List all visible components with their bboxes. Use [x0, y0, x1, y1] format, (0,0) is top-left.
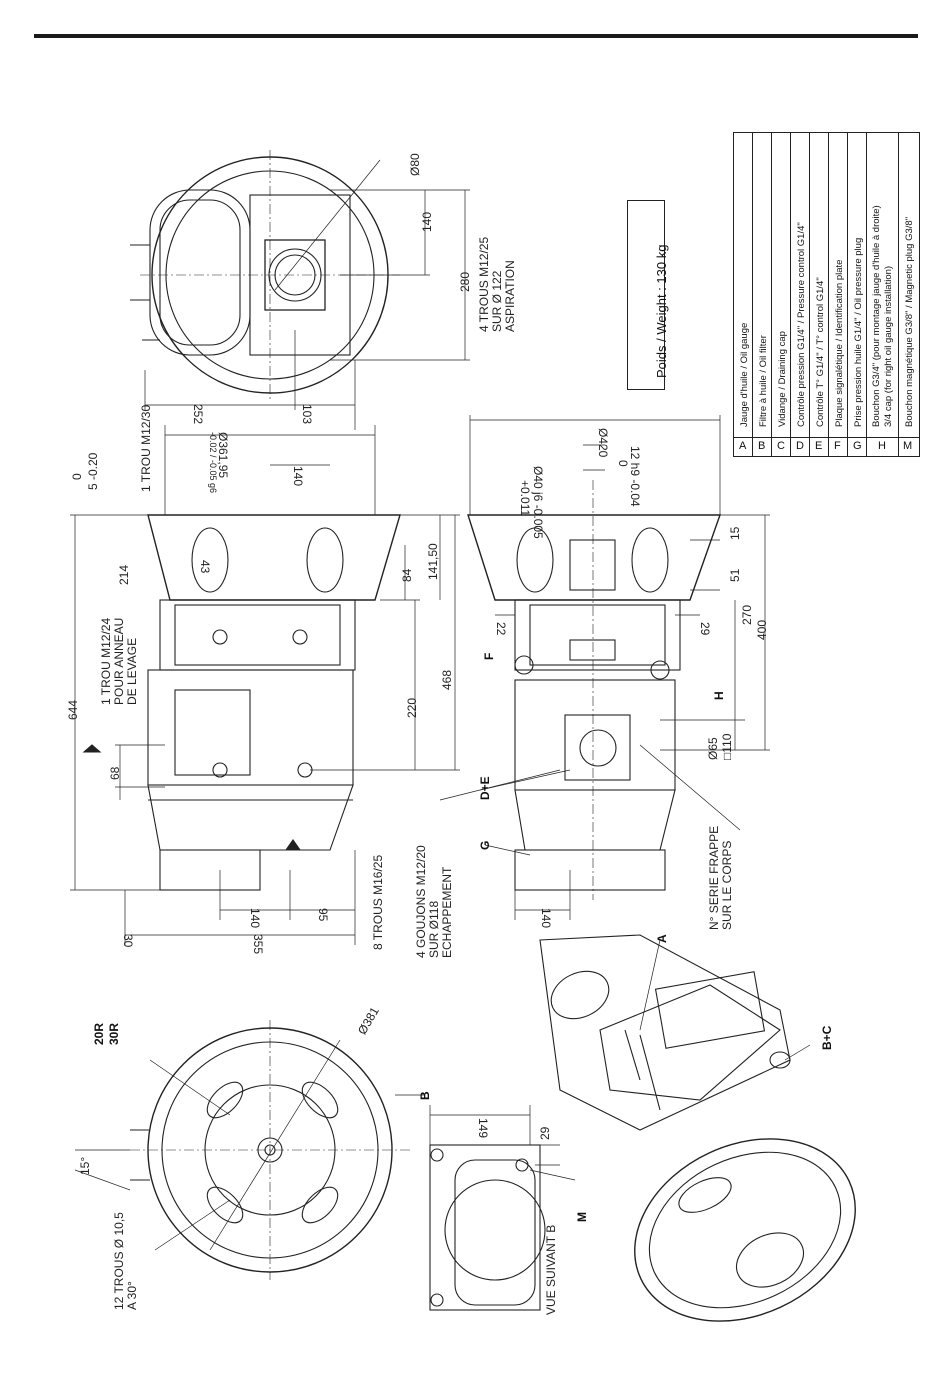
marker-b-c: B+C: [820, 1025, 834, 1050]
dim-280: 280: [458, 271, 472, 292]
dim-0: 0: [70, 473, 84, 480]
legend-row-h: Bouchon G3/4" (pour montage jauge d'huil…: [867, 133, 899, 456]
weight-box: [627, 200, 665, 390]
legend-text-h: Bouchon G3/4" (pour montage jauge d'huil…: [871, 205, 882, 427]
marker-d-e: D+E: [478, 776, 492, 800]
dim-5: 5 -0.20: [86, 452, 100, 490]
dim-141: 141,50: [426, 543, 440, 580]
legend-key-c: C: [777, 440, 785, 452]
dim-252: 252: [191, 404, 205, 425]
dim-30: 30: [121, 934, 135, 948]
legend-key-divider: [734, 437, 919, 456]
legend-text-c: Vidange / Draining cap: [777, 331, 788, 427]
dim-140-top: 140: [420, 211, 434, 232]
legend-text-h2: 3/4 cap (for right oil gauge installatio…: [883, 265, 894, 427]
anneau-note-3: DE LEVAGE: [125, 637, 139, 705]
dim-d361-tol: -0.02 / -0.05 g6: [208, 432, 218, 494]
dim-29: 29: [698, 622, 712, 636]
dim-d80: Ø80: [408, 153, 422, 176]
dim-d361: Ø361,95: [216, 432, 230, 479]
marker-h: H: [712, 691, 726, 700]
trous-12-note-2: A 30°: [125, 1281, 139, 1310]
dim-22: 22: [494, 622, 508, 636]
top-view: [130, 150, 470, 430]
legend-text-m: Bouchon magnétique G3/8" / Magnetic plug…: [904, 216, 915, 427]
dim-95: 95: [316, 908, 330, 922]
dim-355: 355: [251, 934, 265, 955]
legend-row-c: Vidange / Draining cap C: [772, 133, 791, 456]
dim-644: 644: [66, 699, 80, 720]
legend-row-a: Jauge d'huile / Oil gauge A: [734, 133, 753, 456]
side-view-center: [70, 425, 460, 945]
dim-51: 51: [728, 568, 742, 582]
dim-140-side: 140: [539, 908, 553, 929]
dim-15: 15: [728, 526, 742, 540]
dim-140-bottom: 140: [248, 908, 262, 929]
dim-d65: Ø65: [706, 737, 720, 760]
marker-b: B: [418, 1091, 432, 1100]
marker-f: F: [482, 652, 496, 660]
aspiration-note-3: ASPIRATION: [503, 260, 517, 332]
legend-key-g: G: [853, 440, 862, 452]
dim-468: 468: [440, 669, 454, 690]
dim-220: 220: [405, 697, 419, 718]
serie-note-2: SUR LE CORPS: [720, 840, 734, 930]
dim-d40-b: +0.011: [518, 480, 532, 517]
dim-43: 43: [198, 560, 212, 574]
legend-key-d: D: [796, 440, 804, 452]
legend-text-f: Plaque signalétique / Identification pla…: [834, 259, 845, 427]
legend-text-g: Prise pression huile G1/4" / Oil pressur…: [853, 237, 864, 427]
rotation-30r: 30R: [107, 1022, 121, 1045]
dim-140-flange: 140: [291, 466, 305, 487]
trou-m12-30: 1 TROU M12/30: [139, 404, 153, 492]
dim-214: 214: [117, 564, 131, 585]
legend-key-h: H: [878, 440, 886, 452]
trous-m16-25: 8 TROUS M16/25: [371, 854, 385, 950]
legend-key-m: M: [903, 440, 913, 452]
goujons-note-3: ECHAPPEMENT: [440, 866, 454, 958]
view-b-caption: VUE SUIVANT B: [544, 1224, 558, 1315]
legend-row-e: Contrôle T° G1/4" / T° control G1/4" E: [810, 133, 829, 456]
dim-110: □110: [720, 733, 734, 760]
legend-text-e: Contrôle T° G1/4" / T° control G1/4": [815, 277, 826, 427]
legend-row-b: Filtre à huile / Oil filter B: [753, 133, 772, 456]
legend-key-b: B: [758, 440, 766, 452]
marker-m: M: [575, 1212, 589, 1222]
dim-d420: Ø420: [596, 428, 610, 458]
dim-68: 68: [108, 766, 122, 780]
legend-text-b: Filtre à huile / Oil filter: [758, 335, 769, 427]
dim-15-deg: 15°: [78, 1156, 92, 1175]
isometric-view: [539, 934, 856, 1322]
legend-key-f: F: [834, 440, 841, 452]
marker-g: G: [478, 840, 492, 850]
legend-row-d: Contrôle pression G1/4" / Pressure contr…: [791, 133, 810, 456]
dim-29-b: 29: [538, 1126, 552, 1140]
dim-400: 400: [755, 619, 769, 640]
side-view-right: [439, 415, 770, 920]
view-b: [429, 1105, 576, 1311]
legend-text-a: Jauge d'huile / Oil gauge: [739, 322, 750, 427]
legend-row-g: Prise pression huile G1/4" / Oil pressur…: [848, 133, 867, 456]
legend-table: Jauge d'huile / Oil gauge A Filtre à hui…: [733, 132, 920, 457]
dim-270: 270: [740, 604, 754, 625]
marker-a: A: [655, 934, 669, 943]
legend-text-d: Contrôle pression G1/4" / Pressure contr…: [796, 222, 807, 427]
dim-103: 103: [300, 404, 314, 425]
legend-key-e: E: [815, 440, 823, 452]
rotation-20r: 20R: [92, 1022, 106, 1045]
legend-row-m: Bouchon magnétique G3/8" / Magnetic plug…: [899, 133, 919, 456]
header-rule: [34, 34, 918, 38]
dim-d40: Ø40 j6 -0.005: [531, 466, 545, 539]
front-view: [74, 1020, 425, 1280]
dim-12h9: 12 h9 -0.04: [628, 446, 642, 507]
legend-key-a: A: [739, 440, 747, 452]
dim-84: 84: [400, 568, 414, 582]
weight-label: Poids / Weight : 130 kg: [654, 244, 669, 378]
dim-149: 149: [476, 1118, 490, 1139]
dim-12h9-b: 0: [616, 460, 630, 467]
legend-row-f: Plaque signalétique / Identification pla…: [829, 133, 848, 456]
